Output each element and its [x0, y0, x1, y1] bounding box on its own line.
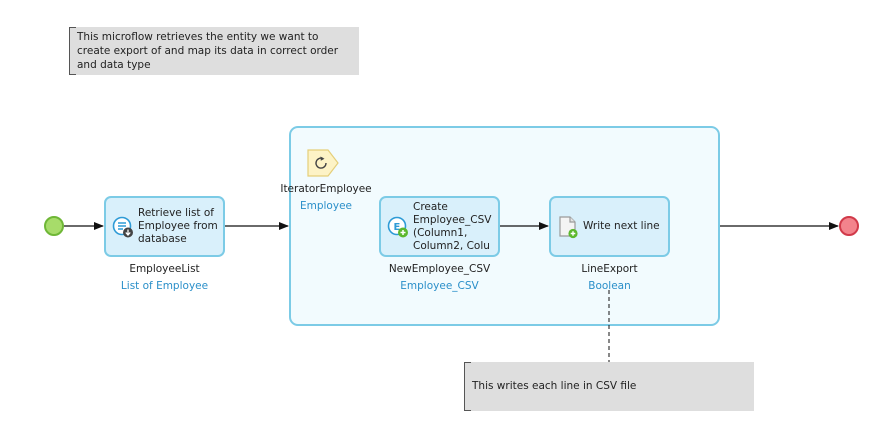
end-event[interactable]: [839, 216, 859, 236]
loop-variable-name: IteratorEmployee: [280, 183, 372, 195]
output-variable-type: Employee_CSV: [400, 280, 479, 292]
output-variable-name: LineExport: [581, 263, 638, 275]
output-variable-type: List of Employee: [120, 280, 209, 292]
activity-create-object[interactable]: E Create Employee_CSV (Column1, Column2,…: [379, 196, 500, 257]
activity-retrieve[interactable]: Retrieve list of Employee from database: [104, 196, 225, 257]
java-action-icon: [557, 215, 579, 239]
loop-caption: IteratorEmployee Employee: [266, 182, 386, 213]
start-event[interactable]: [44, 216, 64, 236]
output-variable-name: EmployeeList: [129, 263, 200, 275]
output-variable-type: Boolean: [588, 280, 631, 292]
activity-label: Create Employee_CSV (Column1, Column2, C…: [413, 200, 492, 252]
create-object-icon: E: [387, 215, 409, 239]
activity-retrieve-caption: EmployeeList List of Employee: [104, 262, 225, 293]
loop-icon: [306, 148, 340, 178]
annotation-note-bottom[interactable]: This writes each line in CSV file: [464, 362, 754, 411]
annotation-text: This microflow retrieves the entity we w…: [77, 31, 339, 71]
svg-text:E: E: [394, 222, 401, 233]
activity-label: Retrieve list of Employee from database: [138, 207, 218, 245]
activity-write-caption: LineExport Boolean: [549, 262, 670, 293]
activity-label: Write next line: [583, 220, 660, 232]
retrieve-database-icon: [112, 215, 134, 239]
annotation-text: This writes each line in CSV file: [472, 380, 637, 392]
output-variable-name: NewEmployee_CSV: [388, 263, 491, 275]
annotation-note-top[interactable]: This microflow retrieves the entity we w…: [69, 27, 359, 75]
activity-write-next-line[interactable]: Write next line: [549, 196, 670, 257]
activity-create-caption: NewEmployee_CSV Employee_CSV: [369, 262, 510, 293]
loop-variable-type: Employee: [299, 200, 352, 212]
